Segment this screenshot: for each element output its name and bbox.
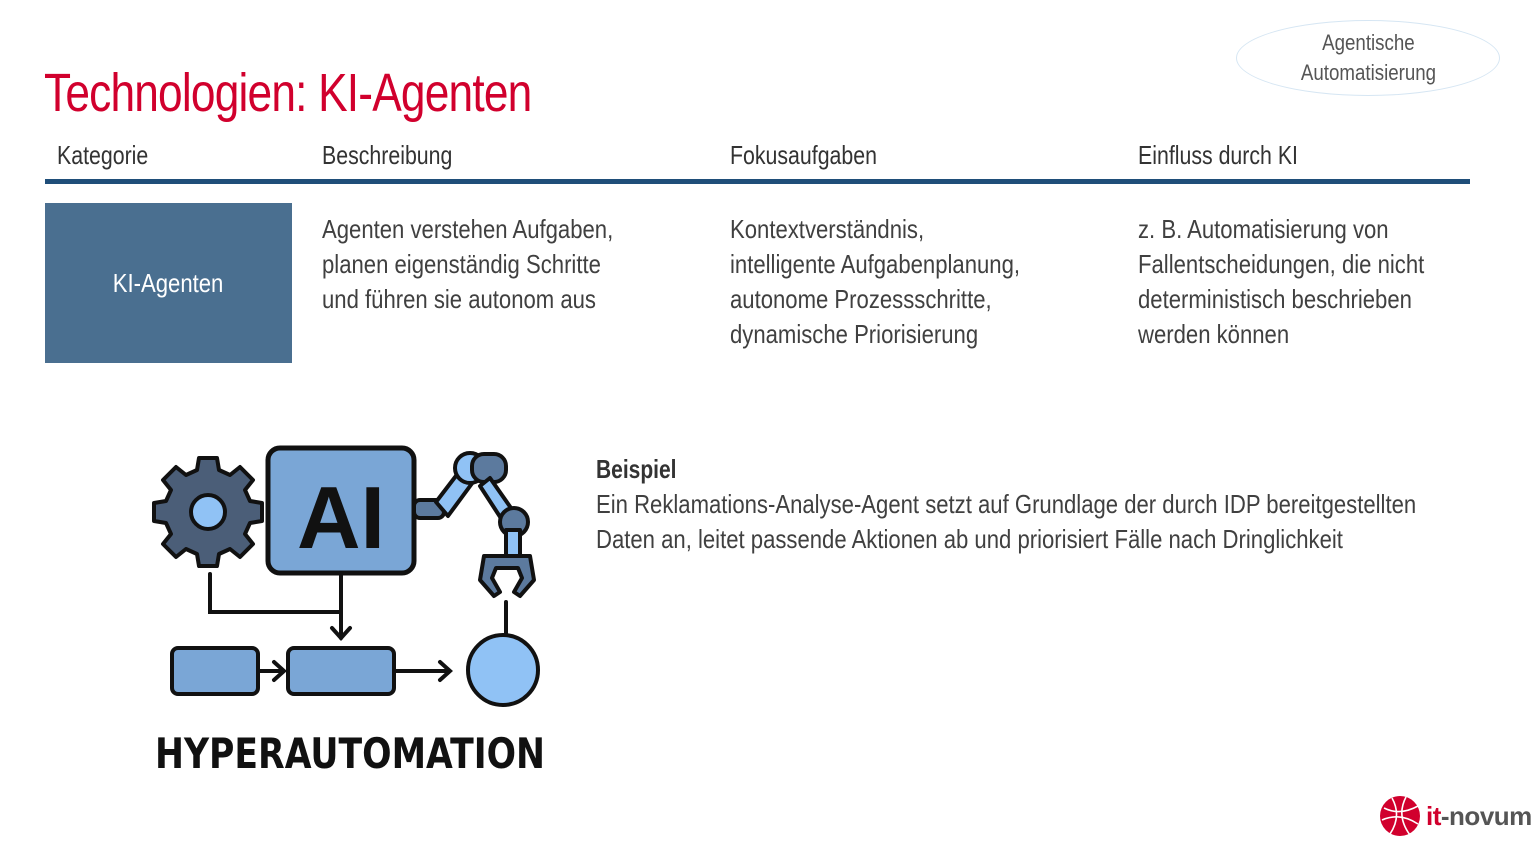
hyperautomation-illustration: AI HYPERAUTOMATION <box>152 445 545 778</box>
impact-line: Fallentscheidungen, die nicht <box>1138 249 1425 279</box>
logo-suffix: -novum <box>1440 800 1532 831</box>
header-einfluss: Einfluss durch KI <box>1138 140 1298 170</box>
process-step-2 <box>286 646 396 696</box>
badge-line-1: Agentische <box>1321 30 1415 55</box>
process-output-circle <box>466 633 540 707</box>
example-line: Daten an, leitet passende Aktionen ab un… <box>596 524 1343 554</box>
logo-prefix: it <box>1426 800 1441 831</box>
category-label: KI-Agenten <box>113 267 224 298</box>
focus-line: Kontextverständnis, <box>730 214 925 244</box>
category-cell: KI-Agenten <box>45 203 292 363</box>
description-line: planen eigenständig Schritte <box>322 249 601 279</box>
example-label: Beispiel <box>596 454 677 484</box>
impact-line: werden können <box>1138 319 1290 349</box>
example-block: Beispiel Ein Reklamations-Analyse-Agent … <box>596 452 1416 557</box>
impact-line: z. B. Automatisierung von <box>1138 214 1389 244</box>
focus-line: autonome Prozessschritte, <box>730 284 992 314</box>
header-kategorie: Kategorie <box>57 140 149 170</box>
focus-line: dynamische Priorisierung <box>730 319 979 349</box>
header-divider <box>45 179 1470 184</box>
impact-line: deterministisch beschrieben <box>1138 284 1412 314</box>
header-fokusaufgaben: Fokusaufgaben <box>730 140 877 170</box>
header-beschreibung: Beschreibung <box>322 140 453 170</box>
page-title: Technologien: KI-Agenten <box>44 63 532 123</box>
example-line: Ein Reklamations-Analyse-Agent setzt auf… <box>596 489 1417 519</box>
company-logo: it-novum <box>1378 794 1532 838</box>
focus-line: intelligente Aufgabenplanung, <box>730 249 1021 279</box>
description-line: Agenten verstehen Aufgaben, <box>322 214 614 244</box>
topic-badge: Agentische Automatisierung <box>1236 20 1500 96</box>
ai-label: AI <box>297 468 385 567</box>
robot-arm-icon <box>412 451 536 598</box>
badge-line-2: Automatisierung <box>1300 60 1436 85</box>
focus-cell: Kontextverständnis, intelligente Aufgabe… <box>730 212 1020 352</box>
description-line: und führen sie autonom aus <box>322 284 596 314</box>
logo-wordmark: it-novum <box>1426 801 1532 832</box>
globe-icon <box>1380 796 1420 836</box>
impact-cell: z. B. Automatisierung von Fallentscheidu… <box>1138 212 1424 352</box>
description-cell: Agenten verstehen Aufgaben, planen eigen… <box>322 212 613 317</box>
gear-icon <box>152 456 264 568</box>
process-step-1 <box>170 646 260 696</box>
illustration-caption: HYPERAUTOMATION <box>155 729 545 778</box>
